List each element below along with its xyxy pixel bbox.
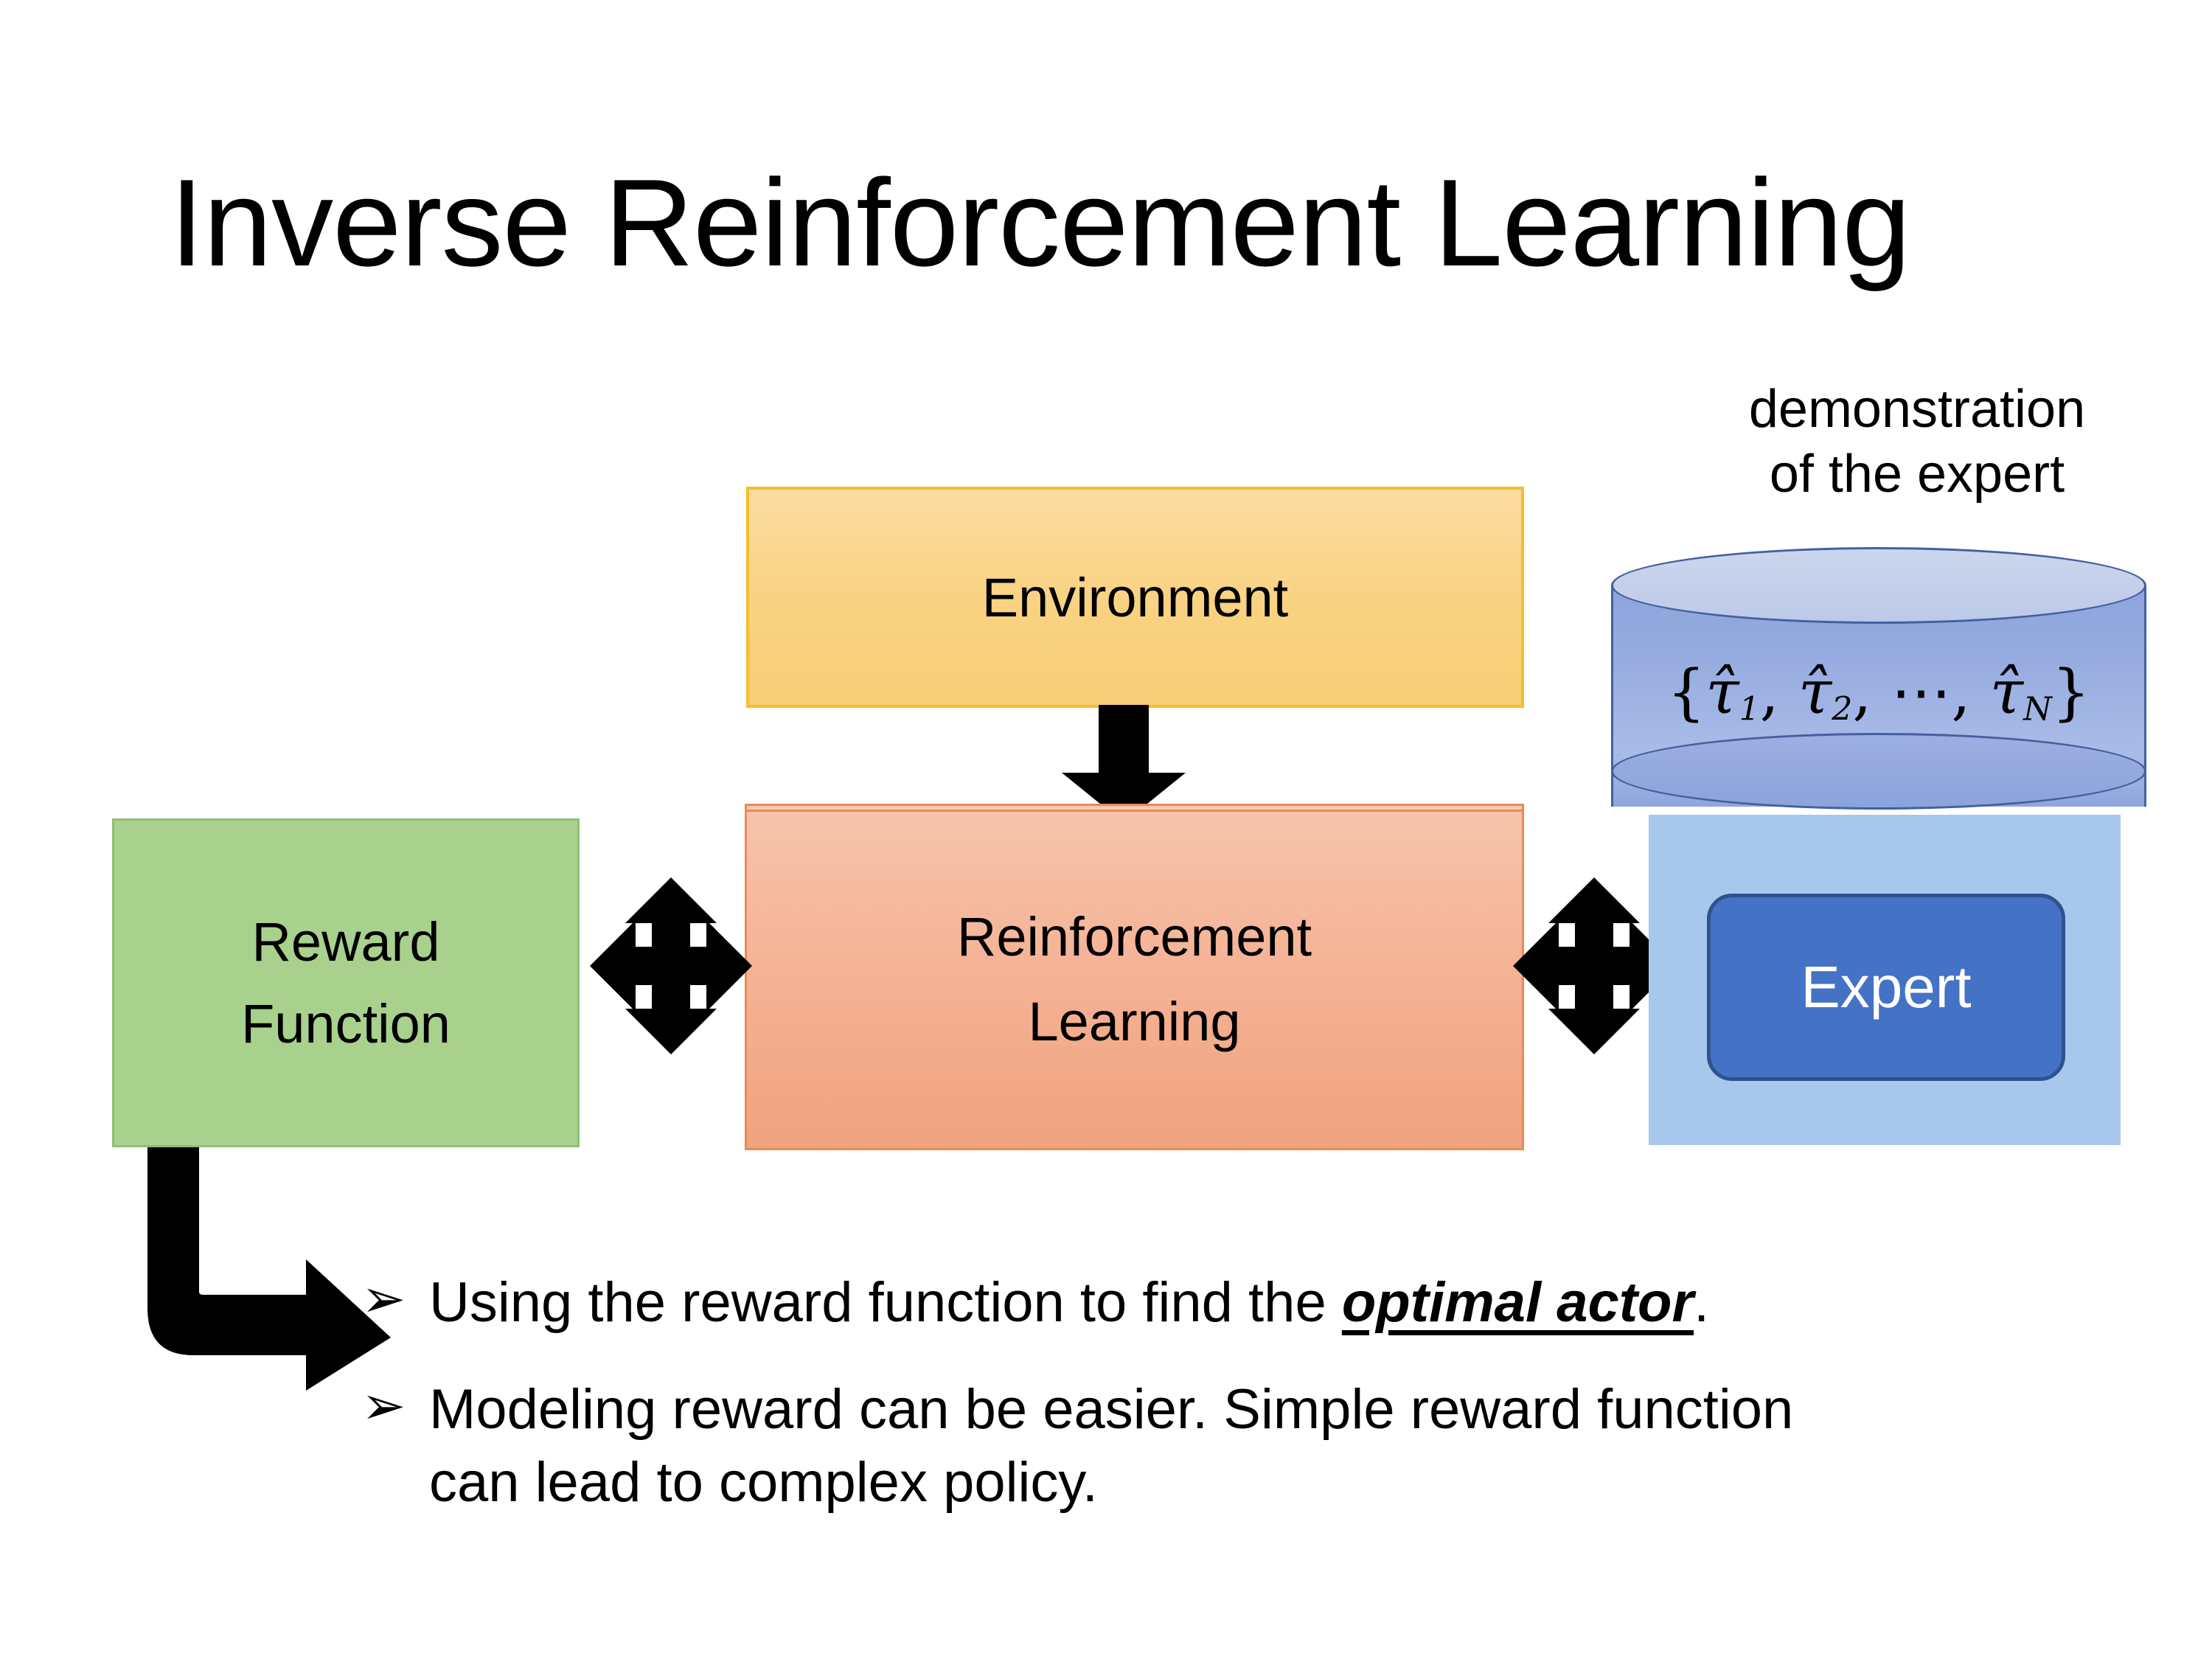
reinforcement-learning-node: Reinforcement Learning xyxy=(745,810,1524,1150)
demonstration-caption-line2: of the expert xyxy=(1769,444,2065,504)
page-title: Inverse Reinforcement Learning xyxy=(170,153,1911,292)
four-way-arrow-icon-reward-rl xyxy=(590,877,752,1054)
demonstration-caption: demonstration of the expert xyxy=(1637,378,2197,507)
bullet-emphasis: optimal actor xyxy=(1341,1271,1694,1334)
reward-label-line2: Function xyxy=(241,993,451,1054)
list-item: ➢ Modeling reward can be easier. Simple r… xyxy=(361,1374,1830,1520)
cylinder-top-ellipse xyxy=(1611,547,2146,624)
expert-label: Expert xyxy=(1801,954,1972,1020)
bullet-list: ➢ Using the reward function to find the o… xyxy=(361,1267,2116,1553)
reward-label-line1: Reward xyxy=(251,911,440,973)
list-item: ➢ Using the reward function to find the o… xyxy=(361,1267,2116,1340)
expert-node: Expert xyxy=(1707,894,2065,1081)
trajectory-set-formula: {τ̂1, τ̂2, ⋯, τ̂N} xyxy=(1667,658,2090,728)
formula-open-brace: { xyxy=(1667,658,1706,728)
arrow-environment-to-rl xyxy=(1062,705,1186,823)
bullet-text-before: Using the reward function to find the xyxy=(429,1271,1342,1334)
environment-label: Environment xyxy=(981,566,1289,628)
reward-function-node: Reward Function xyxy=(112,818,580,1147)
database-cylinder-icon: {τ̂1, τ̂2, ⋯, τ̂N} xyxy=(1611,547,2146,842)
demonstration-caption-line1: demonstration xyxy=(1748,380,2086,439)
bullet-arrow-icon: ➢ xyxy=(361,1270,406,1329)
bullet-arrow-icon: ➢ xyxy=(361,1376,406,1436)
elbow-arrow-reward-to-bullets xyxy=(147,1147,391,1391)
formula-close-brace: } xyxy=(2051,658,2090,728)
rl-label-line2: Learning xyxy=(1028,991,1241,1052)
environment-node: Environment xyxy=(746,487,1524,708)
cylinder-bottom-ellipse xyxy=(1611,733,2146,810)
rl-label-line1: Reinforcement xyxy=(956,906,1312,968)
four-way-arrow-icon-rl-expert xyxy=(1513,877,1675,1054)
bullet-text-before: Modeling reward can be easier. Simple re… xyxy=(429,1377,1794,1514)
bullet-text-after: . xyxy=(1694,1271,1710,1334)
